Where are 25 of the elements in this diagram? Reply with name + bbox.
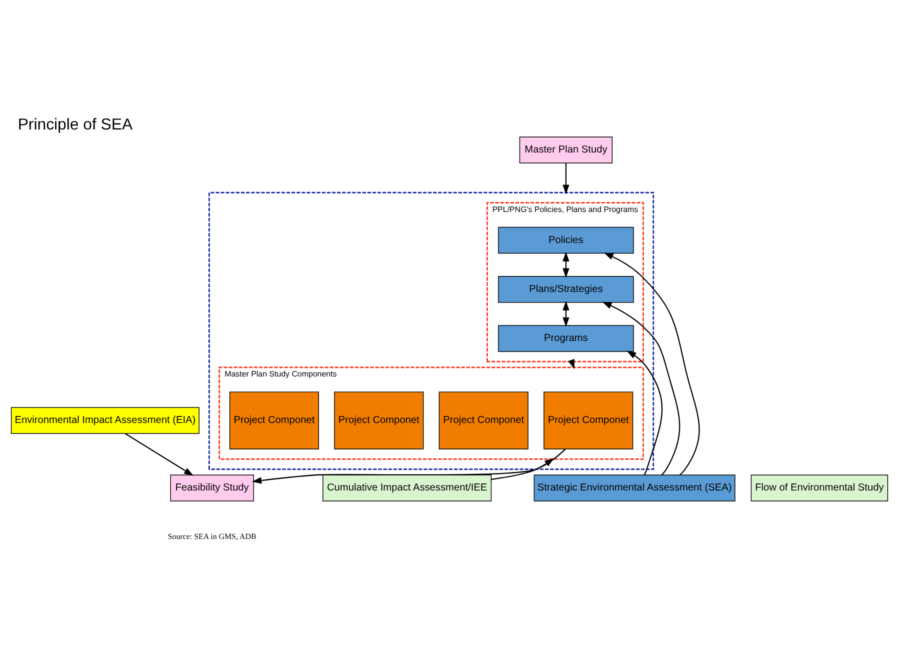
node-box: Environmental Impact Assessment (EIA)	[10, 406, 200, 434]
node-box: Feasibility Study	[170, 474, 254, 501]
node-box: Plans/Strategies	[498, 276, 634, 302]
arrow	[604, 252, 700, 475]
node-box: Cumulative Impact Assessment/IEE	[322, 474, 492, 501]
arrow	[491, 458, 554, 480]
arrow	[602, 301, 680, 475]
node-box: Project Componet	[438, 391, 528, 449]
cluster	[208, 191, 654, 470]
node-box: Strategic Environmental Assessment (SEA)	[534, 474, 736, 501]
arrow	[562, 300, 570, 326]
label: Source: SEA in GMS, ADB	[168, 532, 256, 541]
arrow	[562, 251, 570, 278]
node-box: Project Componet	[334, 391, 424, 449]
node-box: Project Componet	[229, 391, 319, 449]
node-box: Flow of Environmental Study	[750, 474, 888, 501]
node-box: Project Componet	[544, 391, 634, 449]
node-box: Programs	[498, 324, 634, 352]
arrow	[562, 162, 570, 194]
arrow	[626, 350, 663, 475]
node-box: Policies	[498, 226, 634, 254]
node-box: Master Plan Study	[519, 136, 613, 163]
arrow	[252, 448, 566, 484]
arrow	[124, 432, 194, 476]
diagram-title: Principle of SEA	[18, 116, 133, 133]
